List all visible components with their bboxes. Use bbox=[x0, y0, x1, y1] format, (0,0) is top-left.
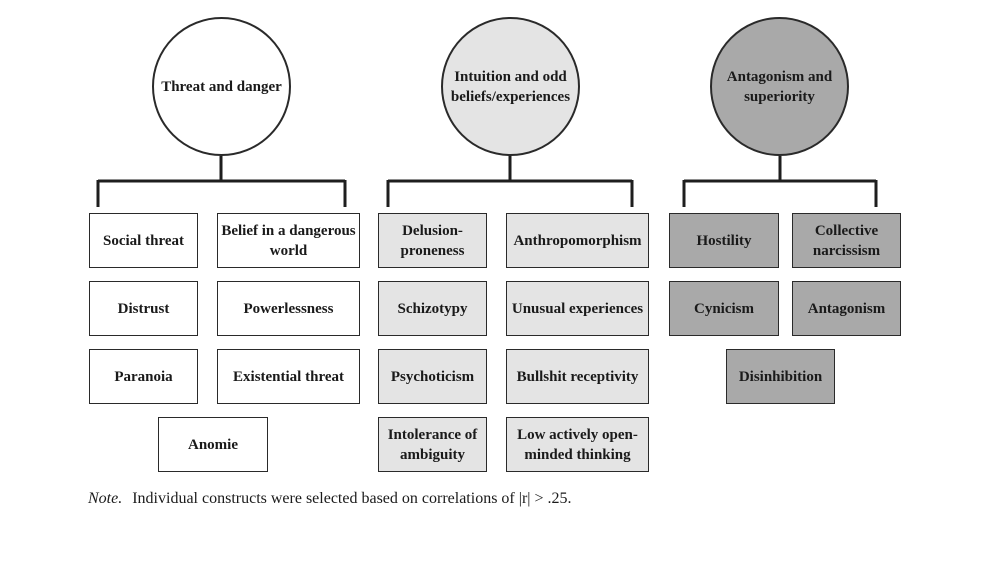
group-circle-antagonism-and-superiority: Antagonism and superiority bbox=[710, 17, 849, 156]
group-title: Threat and danger bbox=[161, 78, 282, 95]
figure-note: Note. Individual constructs were selected… bbox=[88, 490, 572, 508]
group-title: Antagonism and superiority bbox=[726, 68, 833, 105]
construct-box: Distrust bbox=[89, 281, 198, 336]
construct-box: Disinhibition bbox=[726, 349, 835, 404]
construct-box: Intolerance of ambiguity bbox=[378, 417, 487, 472]
bracket-threat bbox=[96, 156, 347, 207]
note-text: Individual constructs were selected base… bbox=[132, 490, 572, 507]
bracket-antagonism bbox=[682, 156, 878, 207]
construct-box: Powerlessness bbox=[217, 281, 360, 336]
construct-box: Social threat bbox=[89, 213, 198, 268]
construct-box: Cynicism bbox=[669, 281, 779, 336]
construct-box: Anomie bbox=[158, 417, 268, 472]
construct-box: Paranoia bbox=[89, 349, 198, 404]
construct-box: Delusion-proneness bbox=[378, 213, 487, 268]
construct-box: Low actively open-minded thinking bbox=[506, 417, 649, 472]
construct-box: Bullshit receptivity bbox=[506, 349, 649, 404]
construct-box: Hostility bbox=[669, 213, 779, 268]
construct-box: Antagonism bbox=[792, 281, 901, 336]
note-lead: Note. bbox=[88, 490, 123, 507]
construct-box: Existential threat bbox=[217, 349, 360, 404]
construct-box: Collective narcissism bbox=[792, 213, 901, 268]
construct-box: Anthropomorphism bbox=[506, 213, 649, 268]
group-circle-threat-and-danger: Threat and danger bbox=[152, 17, 291, 156]
group-title: Intuition and odd beliefs/experiences bbox=[450, 68, 571, 105]
group-circle-intuition-and-odd-beliefs: Intuition and odd beliefs/experiences bbox=[441, 17, 580, 156]
construct-box: Unusual experiences bbox=[506, 281, 649, 336]
construct-box: Schizotypy bbox=[378, 281, 487, 336]
construct-box: Psychoticism bbox=[378, 349, 487, 404]
construct-box: Belief in a dangerous world bbox=[217, 213, 360, 268]
bracket-intuition bbox=[386, 156, 634, 207]
